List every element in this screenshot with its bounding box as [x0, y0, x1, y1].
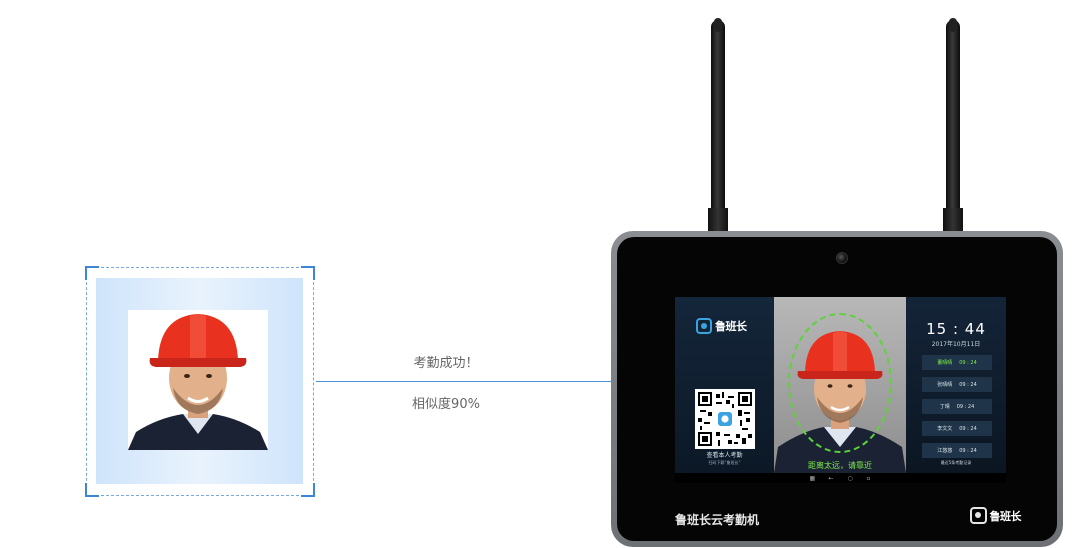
recent-apps-icon[interactable]: ▫ — [866, 474, 871, 482]
record-name: 丁晴 — [939, 404, 950, 410]
frame-corner — [85, 483, 99, 497]
captured-photo-frame — [85, 266, 315, 497]
record-name: 江悠悠 — [937, 448, 953, 454]
home-icon[interactable]: ○ — [847, 474, 853, 482]
worker-photo — [128, 310, 268, 450]
screen-logo-text: 鲁班长 — [715, 320, 747, 333]
brand-logo-icon — [696, 318, 712, 334]
device-logo: 鲁班长 — [969, 507, 1022, 524]
camera-view: 距离太远，请靠近 — [774, 297, 906, 473]
screen-right-pane: 15 : 44 2017年10月11日 董晴晴 09 : 24 张晴晴 09 :… — [906, 297, 1006, 473]
brand-logo-icon — [969, 507, 987, 524]
record-item[interactable]: 董晴晴 09 : 24 — [922, 355, 992, 370]
antenna-right — [946, 18, 960, 235]
qr-caption: 查看本人考勤 — [706, 452, 743, 459]
device-bezel: 鲁班长 — [617, 237, 1057, 541]
record-item[interactable]: 江悠悠 09 : 24 — [922, 443, 992, 458]
photo-background — [96, 278, 303, 484]
qr-code[interactable] — [695, 389, 755, 449]
clock: 15 : 44 — [926, 320, 986, 338]
record-time: 09 : 24 — [959, 359, 977, 366]
frame-corner — [301, 483, 315, 497]
antenna-base-right — [943, 208, 963, 234]
date: 2017年10月11日 — [931, 341, 981, 348]
attendance-success-text: 考勤成功！ — [413, 356, 479, 371]
system-nav-bar: ▦ ← ○ ▫ — [675, 473, 1006, 483]
record-item[interactable]: 李文文 09 : 24 — [922, 421, 992, 436]
back-icon[interactable]: ← — [828, 474, 834, 482]
record-item[interactable]: 张晴晴 09 : 24 — [922, 377, 992, 392]
device-screen: 鲁班长 — [675, 297, 1006, 483]
recent-records-link[interactable]: 最近5条考勤记录 — [940, 460, 972, 465]
device-logo-text: 鲁班长 — [989, 509, 1022, 523]
device-name: 鲁班长云考勤机 — [675, 513, 760, 527]
distance-hint: 距离太远，请靠近 — [808, 461, 872, 470]
similarity-text: 相似度90% — [412, 397, 480, 412]
qr-code-icon — [698, 392, 752, 446]
antenna-left — [711, 18, 725, 235]
record-time: 09 : 24 — [959, 381, 977, 388]
windows-icon[interactable]: ▦ — [809, 474, 816, 482]
attendance-device: 鲁班长 — [611, 231, 1063, 547]
record-time: 09 : 24 — [959, 425, 977, 432]
connector-line — [316, 381, 611, 382]
record-item[interactable]: 丁晴 09 : 24 — [922, 399, 992, 414]
frame-corner — [85, 266, 99, 280]
screen-left-pane: 鲁班长 — [675, 297, 774, 473]
camera-icon — [836, 252, 848, 264]
record-name: 张晴晴 — [937, 382, 953, 388]
worker-face-illustration — [128, 310, 268, 450]
record-name: 董晴晴 — [937, 360, 953, 366]
antenna-base-left — [708, 208, 728, 234]
frame-corner — [301, 266, 315, 280]
record-name: 李文文 — [937, 426, 953, 432]
screen-logo: 鲁班长 — [696, 318, 747, 334]
record-time: 09 : 24 — [959, 447, 977, 454]
qr-subcaption: 扫码下载“鲁班长” — [708, 460, 741, 465]
attendance-records: 董晴晴 09 : 24 张晴晴 09 : 24 丁晴 09 : 24 李文文 0… — [922, 355, 992, 465]
record-time: 09 : 24 — [956, 403, 975, 410]
face-detection-oval — [788, 313, 892, 453]
